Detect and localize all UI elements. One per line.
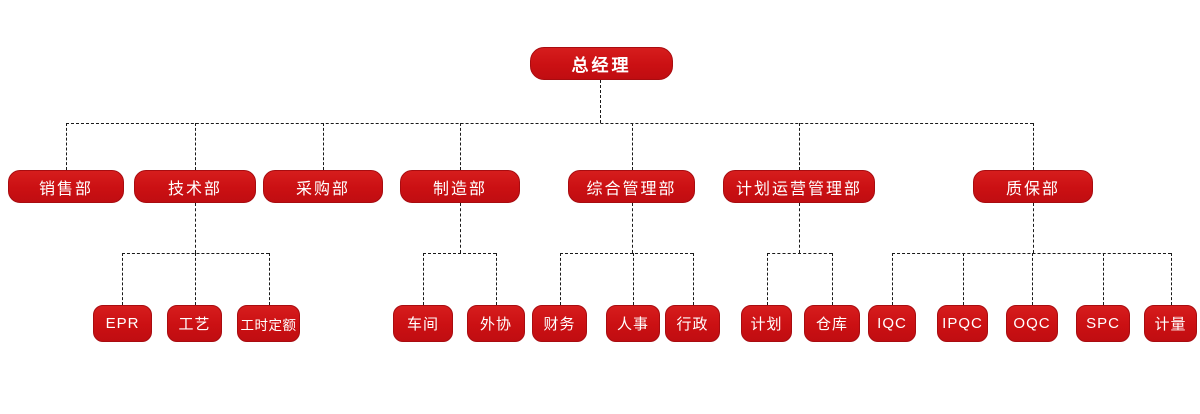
connector-drop-oqc xyxy=(1032,253,1033,305)
connector-stub-qa xyxy=(1033,203,1034,253)
node-planning: 计划 xyxy=(741,305,792,342)
node-workshop: 车间 xyxy=(393,305,453,342)
connector-drop-sales xyxy=(66,123,67,170)
node-iqc: IQC xyxy=(868,305,916,342)
connector-drop-planning-ops xyxy=(799,123,800,170)
connector-drop-ipqc xyxy=(963,253,964,305)
connector-drop-outsourcing xyxy=(496,253,497,305)
node-oqc: OQC xyxy=(1006,305,1058,342)
connector-drop-finance xyxy=(560,253,561,305)
connector-drop-manhour-quota xyxy=(269,253,270,305)
connector-drop-iqc xyxy=(892,253,893,305)
connector-drop-metrology xyxy=(1171,253,1172,305)
node-purchasing-dept: 采购部 xyxy=(263,170,383,203)
connector-stub-manufacturing xyxy=(460,203,461,253)
node-metrology: 计量 xyxy=(1144,305,1197,342)
connector-drop-purchasing xyxy=(323,123,324,170)
connector-drop-qa xyxy=(1033,123,1034,170)
connector-drop-spc xyxy=(1103,253,1104,305)
connector-bus-manufacturing xyxy=(423,253,496,254)
node-general-admin-dept: 综合管理部 xyxy=(568,170,695,203)
connector-level2-bus xyxy=(66,123,1033,124)
connector-stub-general-admin xyxy=(632,203,633,253)
node-qa-dept: 质保部 xyxy=(973,170,1093,203)
node-outsourcing: 外协 xyxy=(467,305,525,342)
node-warehouse: 仓库 xyxy=(804,305,860,342)
node-general-manager: 总经理 xyxy=(530,47,673,80)
connector-root-drop xyxy=(600,80,601,123)
connector-drop-planning xyxy=(767,253,768,305)
node-hr: 人事 xyxy=(606,305,660,342)
node-finance: 财务 xyxy=(532,305,587,342)
node-ipqc: IPQC xyxy=(937,305,988,342)
connector-drop-warehouse xyxy=(832,253,833,305)
node-process: 工艺 xyxy=(167,305,222,342)
connector-drop-manufacturing xyxy=(460,123,461,170)
connector-drop-epr xyxy=(122,253,123,305)
connector-bus-general-admin xyxy=(560,253,693,254)
connector-drop-hr xyxy=(633,253,634,305)
node-manhour-quota: 工时定额 xyxy=(237,305,300,342)
node-epr: EPR xyxy=(93,305,152,342)
connector-drop-workshop xyxy=(423,253,424,305)
connector-stub-tech xyxy=(195,203,196,253)
node-planning-ops-dept: 计划运营管理部 xyxy=(723,170,875,203)
connector-drop-admin xyxy=(693,253,694,305)
connector-bus-planning-ops xyxy=(767,253,832,254)
connector-drop-process xyxy=(195,253,196,305)
node-admin: 行政 xyxy=(665,305,720,342)
connector-bus-qa xyxy=(892,253,1171,254)
node-tech-dept: 技术部 xyxy=(134,170,256,203)
node-sales-dept: 销售部 xyxy=(8,170,124,203)
connector-stub-planning-ops xyxy=(799,203,800,253)
connector-drop-tech xyxy=(195,123,196,170)
node-manufacturing-dept: 制造部 xyxy=(400,170,520,203)
node-spc: SPC xyxy=(1076,305,1130,342)
connector-drop-general-admin xyxy=(632,123,633,170)
